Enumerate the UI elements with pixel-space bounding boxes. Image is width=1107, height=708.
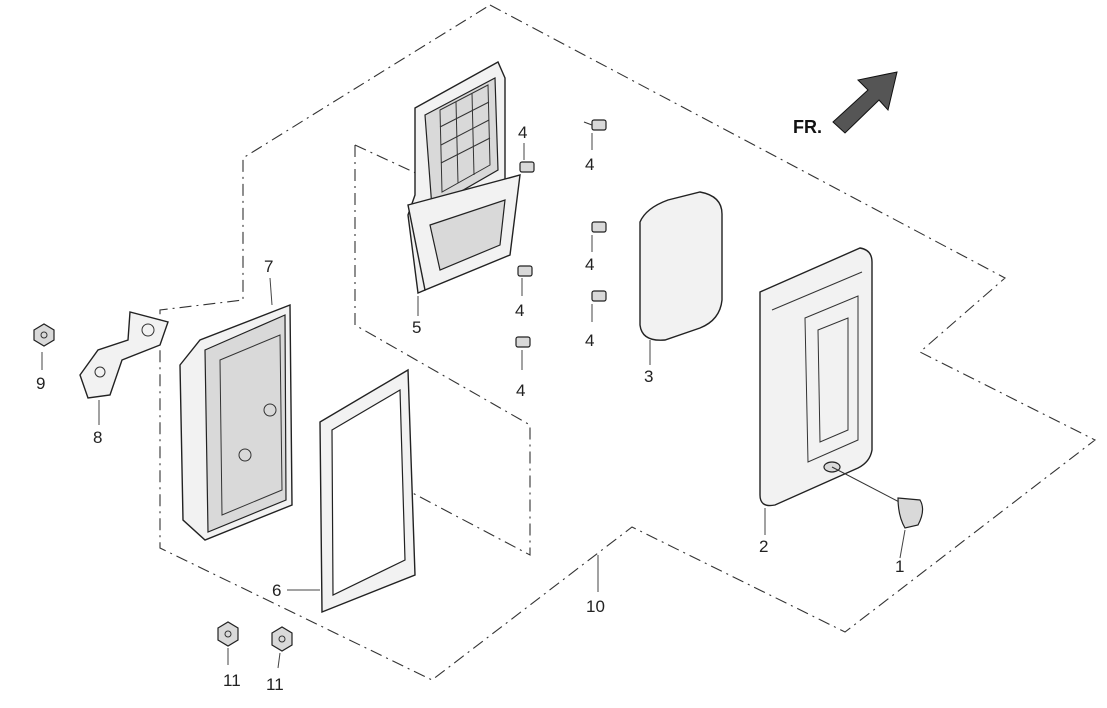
bolt-icon (515, 336, 531, 348)
callout-4: 4 (585, 331, 594, 350)
callout-11: 11 (266, 675, 284, 694)
bolt-icon (519, 161, 535, 173)
callout-8: 8 (93, 428, 102, 447)
callout-6: 6 (272, 581, 281, 600)
bolt-icon (517, 265, 533, 277)
callout-9: 9 (36, 374, 45, 393)
leader-lines (41, 133, 906, 669)
part-11-nut-b (271, 626, 293, 652)
part-5-element-holder (407, 61, 521, 295)
callout-11: 11 (223, 671, 241, 690)
callout-4: 4 (518, 123, 527, 142)
part-11-nut-a (217, 621, 239, 647)
callout-7: 7 (264, 257, 273, 276)
direction-label: FR. (793, 117, 822, 137)
callout-5: 5 (412, 318, 421, 337)
callout-2: 2 (759, 537, 768, 556)
callout-4: 4 (515, 301, 524, 320)
part-8-bracket (79, 311, 169, 399)
callout-4: 4 (516, 381, 525, 400)
callout-1: 1 (895, 557, 904, 576)
part-6-gasket (319, 368, 416, 614)
part-1-wing-bolt (831, 466, 924, 529)
bolt-icon (583, 119, 607, 131)
arrow-icon (832, 71, 898, 134)
bolt-icon (591, 221, 607, 233)
callout-4: 4 (585, 155, 594, 174)
callout-10: 10 (586, 597, 605, 616)
callout-4: 4 (585, 255, 594, 274)
assembly-outline-5 (349, 145, 531, 556)
assembly-outline-5-top (354, 144, 421, 176)
part-3-filter-element (639, 191, 723, 341)
assembly-outline-10 (159, 4, 1097, 681)
part-2-cover (759, 247, 873, 507)
part-9-nut (33, 323, 55, 347)
callout-3: 3 (644, 367, 653, 386)
bolt-icon (591, 290, 607, 302)
part-7-case (179, 303, 293, 541)
